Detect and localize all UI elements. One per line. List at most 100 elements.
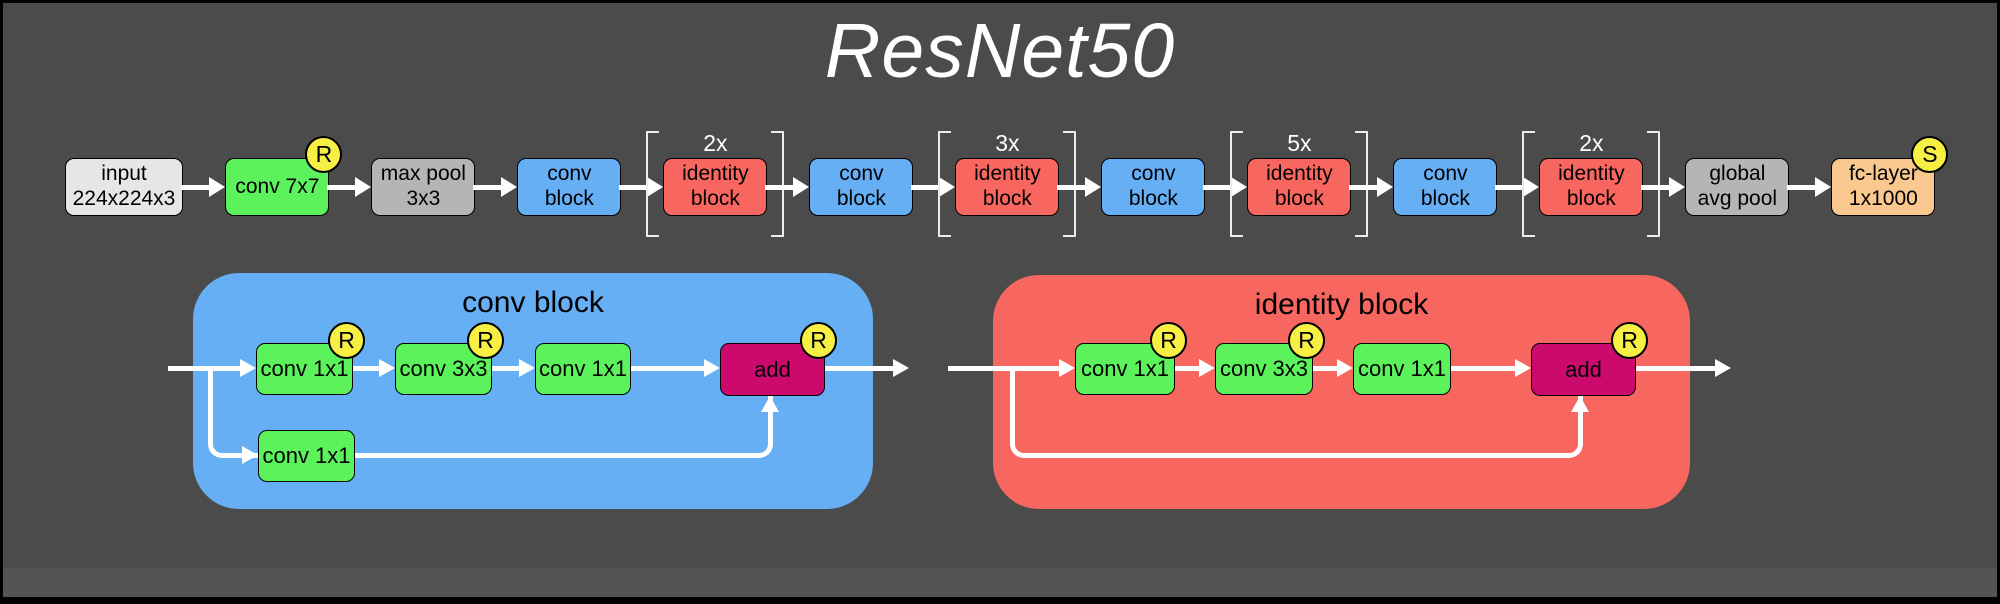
detail-skip-conv1x1-box: conv 1x1 — [258, 430, 355, 482]
wire — [1313, 366, 1339, 371]
r-badge-icon: R — [1288, 322, 1325, 359]
detail-add-box: add R — [1531, 322, 1648, 396]
box-label: conv 1x1 — [1357, 356, 1447, 381]
detail-conv3x3-box: conv 3x3 R — [1215, 322, 1325, 395]
wire — [1636, 366, 1716, 371]
conv-block-detail-title: conv block — [462, 286, 604, 319]
box-label: conv 1x1 — [260, 356, 349, 381]
flow-arrow-icon — [1057, 177, 1102, 197]
r-badge-icon: R — [800, 322, 837, 359]
detail-conv1x1-box: conv 1x1 — [535, 343, 631, 395]
box-label: conv 1x1 — [262, 443, 351, 468]
repeat-group-4: 2x identity block — [1522, 131, 1661, 237]
r-badge-icon: R — [467, 322, 504, 359]
arrowhead-icon — [761, 396, 779, 412]
flow-arrow-icon — [1787, 177, 1832, 197]
flow-arrow-icon — [1349, 177, 1394, 197]
repeat-bracket-left — [938, 131, 952, 237]
r-badge-icon: R — [328, 322, 365, 359]
wire — [1175, 366, 1201, 371]
detail-conv1x1-box: conv 1x1 — [1353, 343, 1451, 395]
r-badge-icon: R — [305, 136, 343, 173]
repeat-count-label: 5x — [1287, 130, 1312, 156]
pipeline-node-identity-block-2: identity block — [955, 158, 1060, 216]
detail-conv1x1-box: conv 1x1 R — [1075, 322, 1187, 395]
flow-arrow-icon — [181, 177, 226, 197]
flow-arrow-icon — [911, 177, 956, 197]
repeat-count-label: 2x — [703, 130, 728, 156]
r-badge-icon: R — [1150, 322, 1187, 359]
detail-conv3x3-box: conv 3x3 R — [395, 322, 504, 395]
arrowhead-icon — [1571, 396, 1589, 412]
detail-conv1x1-box: conv 1x1 R — [256, 322, 365, 395]
wire — [825, 366, 895, 371]
wire — [1451, 366, 1517, 371]
arrowhead-icon — [1515, 359, 1531, 377]
flow-arrow-icon — [1495, 177, 1540, 197]
repeat-group-3: 5x identity block — [1230, 131, 1369, 237]
detail-add-box: add R — [720, 322, 837, 396]
skip-wire — [208, 369, 773, 458]
conv-block-detail: conv block conv 1x1 R conv 3x3 R conv 1x… — [168, 273, 909, 509]
repeat-bracket-right — [771, 131, 785, 237]
pipeline-node-conv7x7: conv 7x7 R — [225, 136, 343, 216]
pipeline-node-fc-layer: fc-layer 1x1000 S — [1831, 136, 1949, 216]
pipeline-node-conv-block-1: conv block — [517, 158, 622, 216]
box-label: conv 1x1 — [538, 356, 628, 381]
pipeline-node-identity-block-3: identity block — [1247, 158, 1352, 216]
repeat-bracket-right — [1063, 131, 1077, 237]
box-label: conv 3x3 — [1219, 356, 1309, 381]
flow-arrow-icon — [1641, 177, 1686, 197]
wire — [948, 366, 1061, 371]
flow-arrow-icon — [473, 177, 518, 197]
flow-arrow-icon — [765, 177, 810, 197]
arrowhead-icon — [1199, 359, 1215, 377]
box-label: conv 3x3 — [399, 356, 488, 381]
repeat-bracket-left — [1230, 131, 1244, 237]
pipeline-node-label: fc-layer 1x1000 — [1848, 162, 1918, 210]
box-label: add — [754, 356, 791, 382]
repeat-count-label: 3x — [995, 130, 1020, 156]
identity-block-detail-title: identity block — [1254, 288, 1429, 321]
diagram-title: ResNet50 — [824, 8, 1176, 94]
repeat-bracket-right — [1355, 131, 1369, 237]
pipeline-node-label: conv 7x7 — [235, 174, 320, 198]
repeat-bracket-right — [1647, 131, 1661, 237]
repeat-bracket-left — [646, 131, 660, 237]
repeat-count-label: 2x — [1579, 130, 1604, 156]
r-badge-icon: R — [1611, 322, 1648, 359]
s-badge-icon: S — [1911, 136, 1949, 173]
repeat-group-2: 3x identity block — [938, 131, 1077, 237]
wire — [353, 366, 381, 371]
pipeline-row: input 224x224x3 conv 7x7 R max pool 3x3 … — [3, 131, 1997, 237]
repeat-bracket-left — [1522, 131, 1536, 237]
flow-arrow-icon — [619, 177, 664, 197]
bottom-strip — [3, 568, 1997, 597]
flow-arrow-icon — [1203, 177, 1248, 197]
box-label: conv 1x1 — [1080, 356, 1170, 381]
wire — [492, 366, 521, 371]
arrowhead-icon — [893, 359, 909, 377]
pipeline-node-maxpool: max pool 3x3 — [371, 158, 476, 216]
pipeline-node-conv-block-3: conv block — [1101, 158, 1206, 216]
identity-block-detail: identity block conv 1x1 R conv 3x3 R con… — [948, 275, 1731, 509]
repeat-group-1: 2x identity block — [646, 131, 785, 237]
arrowhead-icon — [379, 359, 395, 377]
arrowhead-icon — [240, 359, 256, 377]
wire — [631, 366, 706, 371]
skip-wire — [1010, 369, 1583, 458]
arrowhead-icon — [1059, 359, 1075, 377]
wire — [168, 366, 242, 371]
flow-arrow-icon — [327, 177, 372, 197]
pipeline-node-conv-block-2: conv block — [809, 158, 914, 216]
pipeline-node-identity-block-1: identity block — [663, 158, 768, 216]
pipeline-node-conv-block-4: conv block — [1393, 158, 1498, 216]
arrowhead-icon — [1337, 359, 1353, 377]
pipeline-node-input: input 224x224x3 — [64, 158, 184, 216]
arrowhead-icon — [704, 359, 720, 377]
arrowhead-icon — [242, 446, 258, 464]
pipeline-node-identity-block-4: identity block — [1539, 158, 1644, 216]
arrowhead-icon — [519, 359, 535, 377]
pipeline-node-global-avg-pool: global avg pool — [1685, 158, 1790, 216]
